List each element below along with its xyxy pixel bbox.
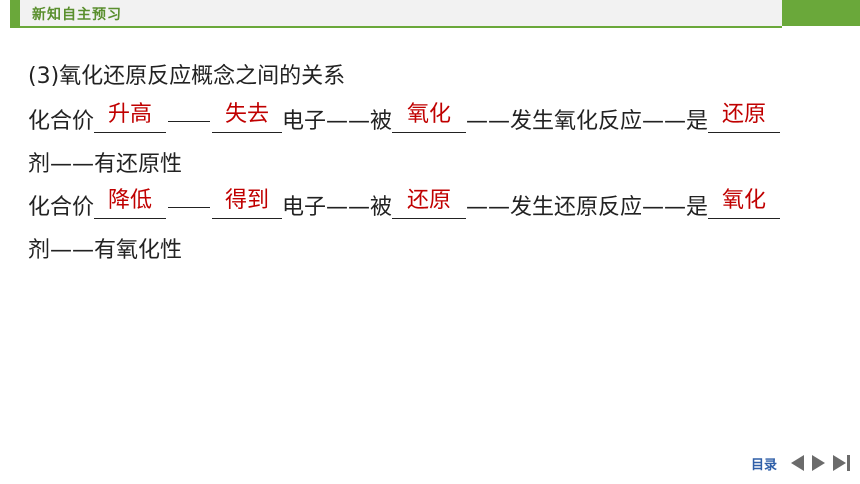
row1-dash — [168, 110, 211, 122]
row1-blank-3: 氧化 — [392, 104, 467, 133]
row2-dash — [168, 196, 211, 208]
row1-prefix: 化合价 — [28, 109, 95, 134]
row1-blank-4: 还原 — [708, 104, 781, 133]
row2-blank-3: 还原 — [392, 190, 467, 219]
header-bar — [10, 0, 782, 28]
row1-suffix: 剂——有还原性 — [28, 152, 183, 177]
row2-mid-2: ——发生还原反应——是 — [466, 195, 709, 220]
row2-blank-2: 得到 — [212, 190, 283, 219]
relation-row-2: 化合价降低 得到电子——被还原 ——发生还原反应——是氧化 — [28, 190, 781, 220]
previous-arrow-icon[interactable] — [791, 455, 804, 471]
row2-prefix: 化合价 — [28, 195, 95, 220]
row1-blank-1: 升高 — [94, 104, 167, 133]
contents-link[interactable]: 目录 — [750, 457, 777, 473]
row1-answer-1: 升高 — [108, 102, 153, 127]
row2-answer-1: 降低 — [108, 188, 153, 213]
row2-blank-1: 降低 — [94, 190, 167, 219]
row1-mid-2: ——发生氧化反应——是 — [466, 109, 709, 134]
row2-suffix: 剂——有氧化性 — [28, 238, 183, 263]
slide-navigation: 目录 — [751, 452, 850, 474]
header-accent — [10, 0, 20, 26]
row1-answer-3: 氧化 — [407, 102, 452, 127]
row1-mid-1: 电子——被 — [282, 109, 393, 134]
next-arrow-icon[interactable] — [812, 455, 825, 471]
row1-answer-4: 还原 — [722, 102, 767, 127]
row2-answer-4: 氧化 — [722, 188, 767, 213]
row1-blank-2: 失去 — [212, 104, 283, 133]
row2-blank-4: 氧化 — [708, 190, 781, 219]
relation-row-1: 化合价升高 失去电子——被氧化 ——发生氧化反应——是还原 — [28, 104, 781, 134]
header-block — [782, 0, 860, 26]
row2-mid-1: 电子——被 — [282, 195, 393, 220]
row2-answer-3: 还原 — [407, 188, 452, 213]
last-slide-icon[interactable] — [833, 455, 850, 471]
row2-answer-2: 得到 — [225, 188, 270, 213]
section-heading: (3)氧化还原反应概念之间的关系 — [28, 64, 346, 89]
section-title: 新知自主预习 — [32, 7, 122, 23]
row1-answer-2: 失去 — [225, 102, 270, 127]
